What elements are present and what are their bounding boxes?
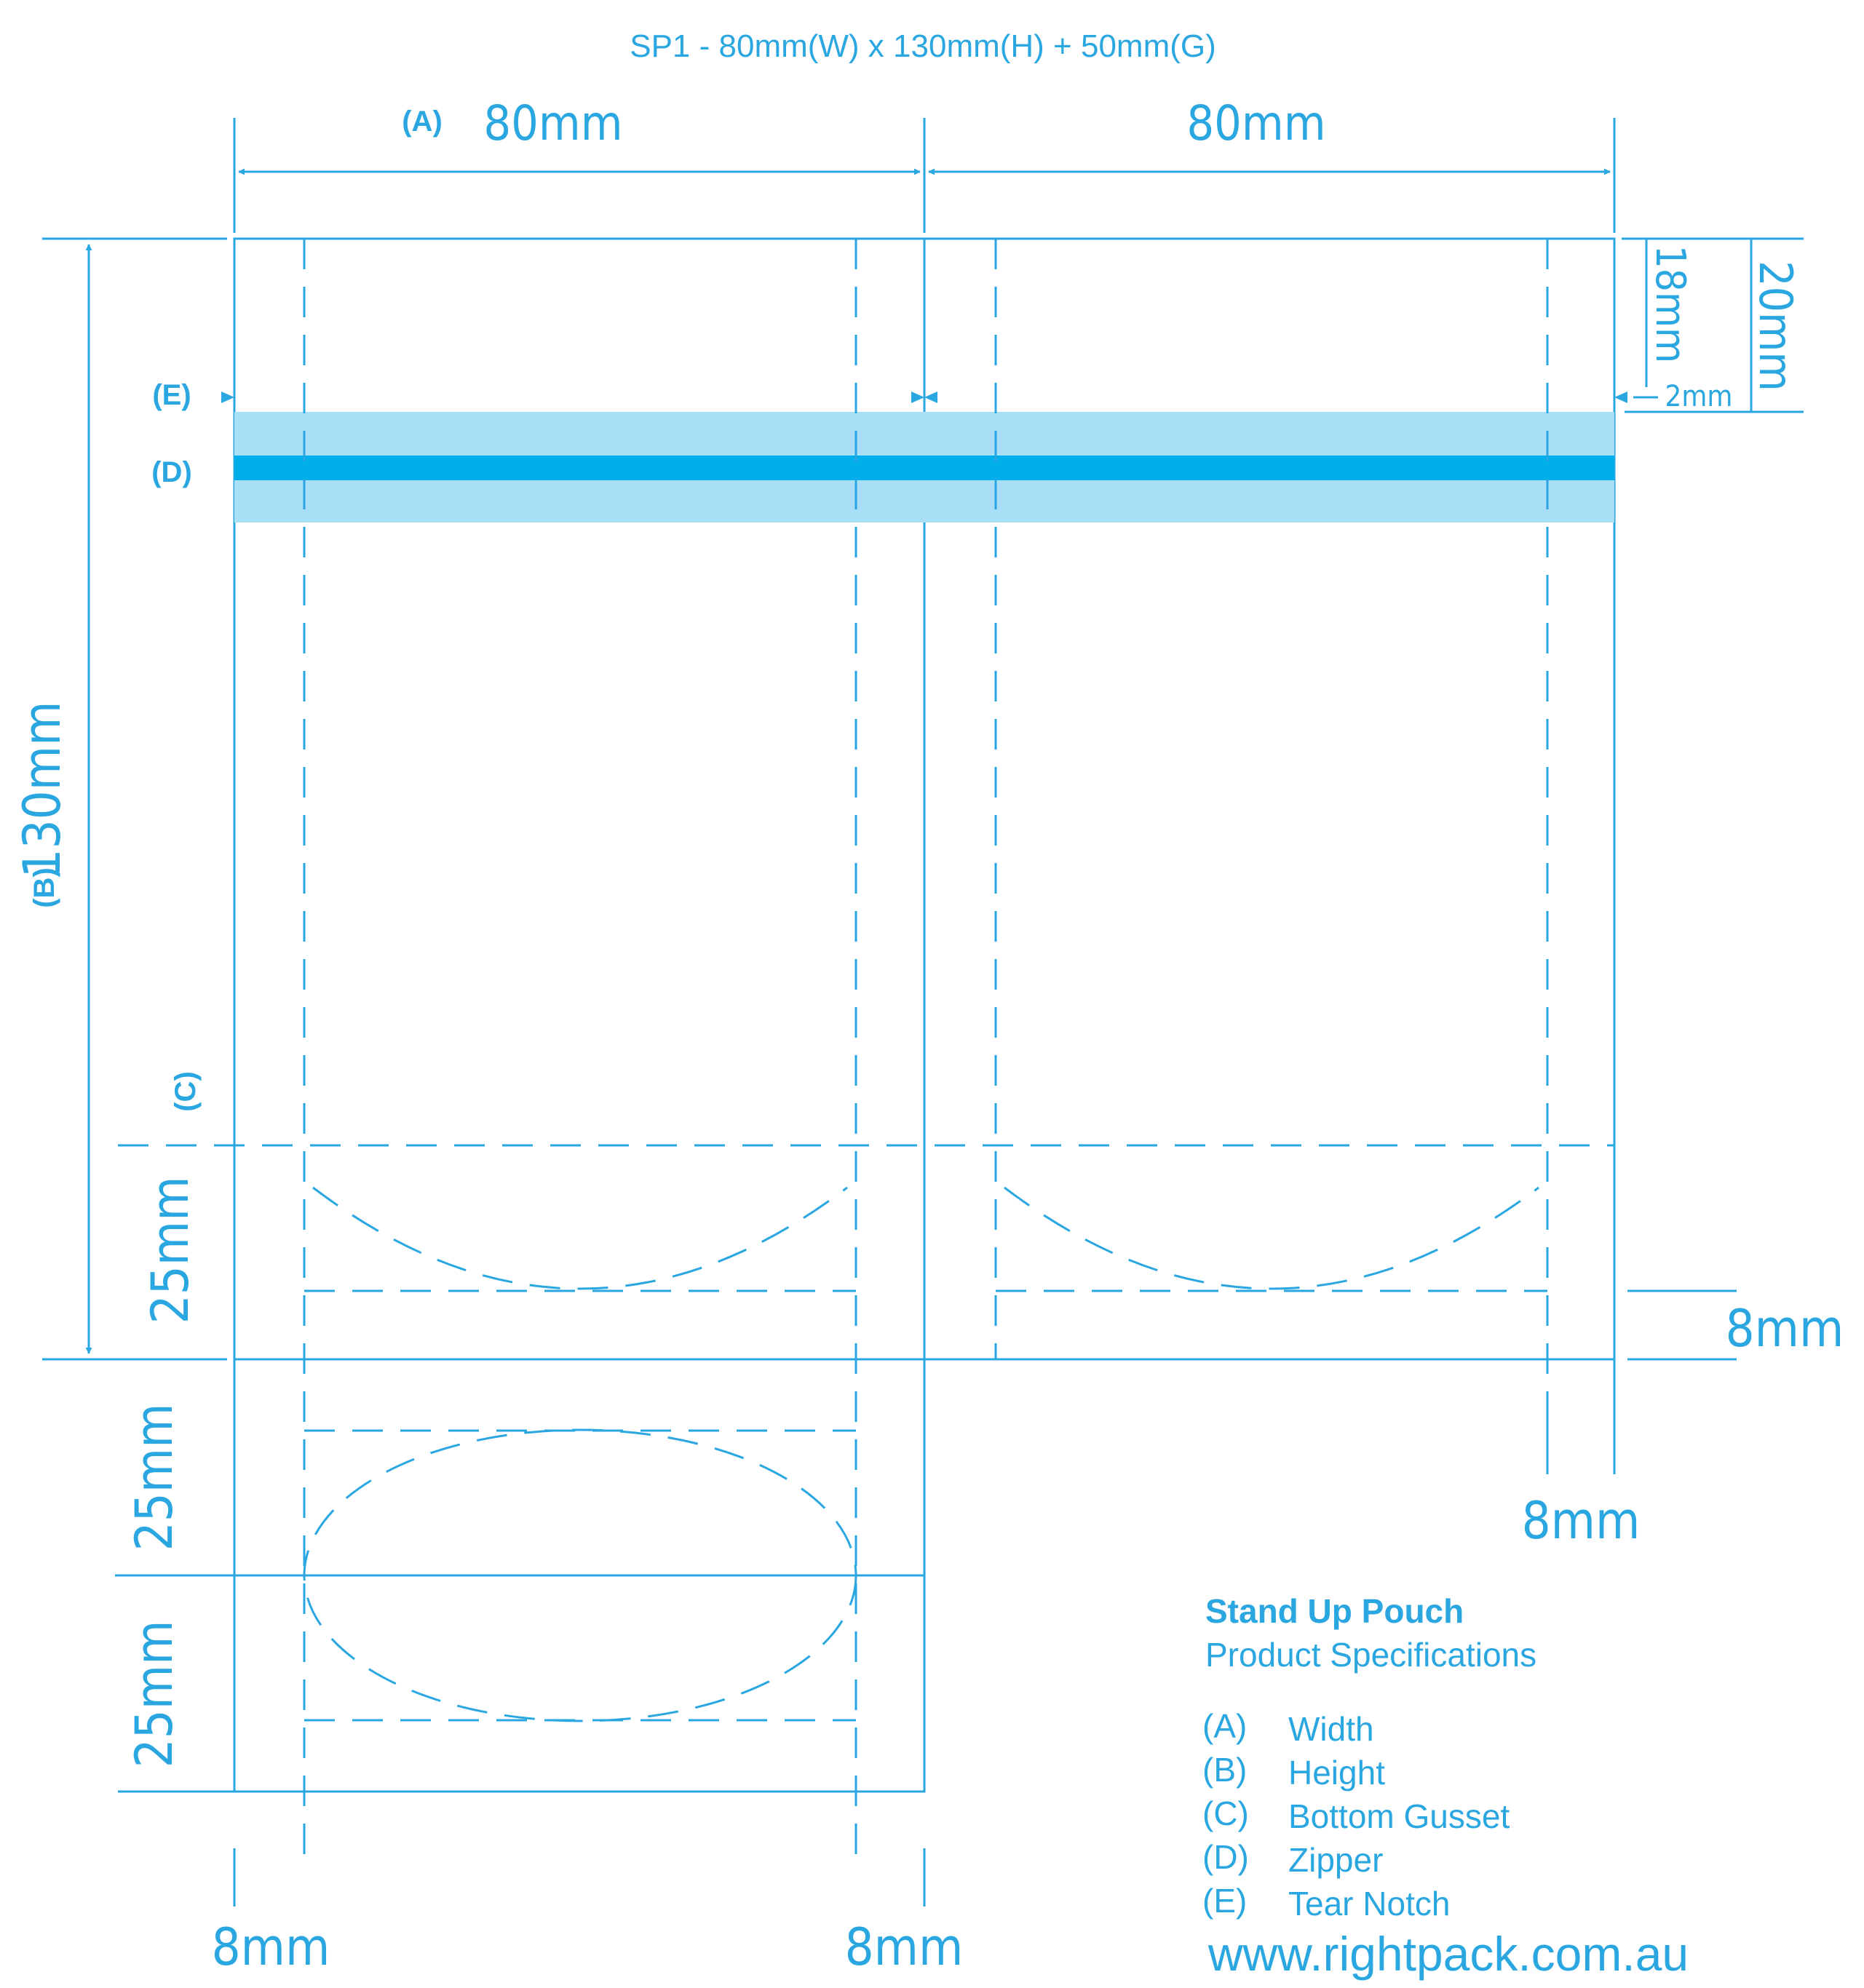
marker-c-label: (C): [170, 1071, 202, 1112]
legend-label-bottom-gusset: Bottom Gusset: [1288, 1797, 1510, 1835]
notch-dimensions: [1622, 237, 1804, 413]
marker-e-label: (E): [152, 379, 191, 411]
seal-right-bottom-label: 8mm: [1522, 1491, 1641, 1551]
legend-key-a: (A): [1202, 1707, 1247, 1745]
gusset-front-label: 25mm: [140, 1177, 200, 1324]
legend: Stand Up Pouch Product Specifications (A…: [1202, 1592, 1536, 1923]
width-right-label: 80mm: [1186, 95, 1325, 151]
front-gusset-curve: [312, 1186, 848, 1290]
gusset-ellipse: [303, 1428, 857, 1722]
legend-label-tear-notch: Tear Notch: [1288, 1885, 1450, 1923]
legend-title: Stand Up Pouch: [1205, 1592, 1464, 1630]
header-title: SP1 - 80mm(W) x 130mm(H) + 50mm(G): [630, 28, 1216, 64]
legend-key-b: (B): [1202, 1751, 1247, 1789]
gusset-lines: [118, 1144, 1614, 1722]
legend-label-width: Width: [1288, 1710, 1374, 1748]
seal-right-side-label: 8mm: [1726, 1299, 1844, 1359]
gusset-fold-top-label: 25mm: [124, 1404, 184, 1551]
seal-guides: [233, 1289, 1737, 1907]
gusset-fold-bottom-label: 25mm: [124, 1621, 184, 1768]
zipper-track: [234, 456, 1614, 480]
legend-label-zipper: Zipper: [1288, 1841, 1383, 1879]
marker-d-label: (D): [151, 456, 192, 488]
marker-a-label: (A): [402, 106, 443, 138]
panel-outlines: [115, 237, 1616, 1793]
tear-notch-markers: [221, 391, 1627, 403]
height-label: 130mm: [12, 701, 72, 878]
notch-2mm-label: 2mm: [1665, 380, 1732, 413]
marker-b-label: (B): [28, 867, 60, 908]
seal-left-label: 8mm: [212, 1917, 330, 1977]
back-gusset-curve: [1004, 1186, 1539, 1290]
notch-right-arrow: [1614, 391, 1627, 403]
back-panel-outline: [923, 237, 1616, 1361]
seal-lines: [303, 239, 1549, 1863]
legend-label-height: Height: [1288, 1754, 1385, 1792]
legend-subtitle: Product Specifications: [1205, 1636, 1536, 1674]
website-link[interactable]: www.rightpack.com.au: [1207, 1927, 1689, 1981]
height-dimension: [42, 237, 227, 1361]
seal-mid-label: 8mm: [845, 1917, 964, 1977]
width-dimension: [233, 118, 1616, 233]
notch-mid-arrow-right: [924, 391, 937, 403]
notch-mid-arrow-left: [911, 391, 924, 403]
notch-18mm-label: 18mm: [1646, 245, 1694, 363]
front-panel-outline: [233, 237, 926, 1361]
legend-key-e: (E): [1202, 1882, 1247, 1920]
legend-key-c: (C): [1202, 1794, 1249, 1832]
legend-key-d: (D): [1202, 1838, 1249, 1876]
width-left-label: 80mm: [483, 95, 622, 151]
notch-left-arrow: [221, 391, 234, 403]
notch-20mm-label: 20mm: [1749, 261, 1802, 391]
